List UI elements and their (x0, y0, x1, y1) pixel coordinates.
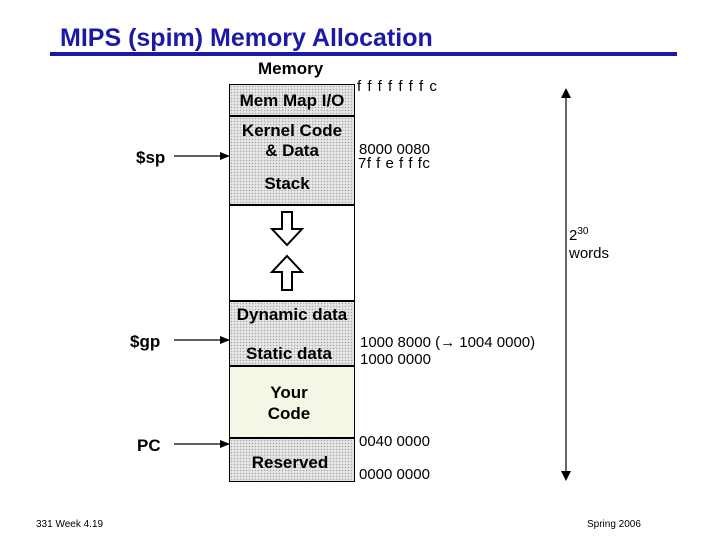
address-kernel-start: 8000 0080 (359, 141, 430, 158)
memory-heading: Memory (258, 59, 324, 78)
span-exponent: 30 (577, 226, 589, 237)
segment-label-mem-map-io: Mem Map I/O (239, 91, 345, 110)
segment-label-code-line1: Your (270, 383, 308, 402)
address-bottom: 0000 0000 (359, 466, 430, 483)
address-static-base: 1000 0000 (360, 351, 431, 368)
gp-register-label: $gp (130, 332, 161, 351)
segment-kernel-and-stack: Kernel Code & Data Stack (229, 116, 355, 205)
segment-label-dynamic-data: Dynamic data (236, 305, 348, 324)
pc-register-label: PC (137, 436, 161, 455)
footer-term: Spring 2006 (587, 519, 641, 530)
sp-register-label: $sp (136, 148, 166, 167)
title-underline (50, 52, 677, 56)
span-size-label: 230 (569, 226, 588, 244)
span-base: 2 (569, 227, 578, 244)
slide-title: MIPS (spim) Memory Allocation (60, 24, 433, 52)
segment-label-reserved: Reserved (251, 453, 329, 472)
address-top: f f f f f f f c (357, 78, 438, 95)
address-code-start: 0040 0000 (359, 433, 430, 450)
address-stack-top: 7f f e f f fc (358, 155, 431, 172)
segment-label-stack: Stack (264, 174, 310, 193)
segment-label-code-line2: Code (267, 404, 311, 423)
segment-reserved: Reserved (229, 438, 355, 482)
segment-label-kernel-line2: & Data (265, 141, 319, 160)
heap-grows-up-arrow (269, 254, 305, 291)
address-span-double-arrow (561, 88, 571, 481)
segment-dynamic-static: Dynamic data Static data (229, 301, 355, 366)
address-static-start: 1000 8000 (→ 1004 0000) (360, 334, 536, 351)
stack-grows-down-arrow (269, 211, 305, 247)
span-unit-label: words (569, 245, 610, 262)
segment-label-kernel-line1: Kernel Code (241, 121, 343, 140)
segment-mem-map-io: Mem Map I/O (229, 84, 355, 116)
footer-course-week: 331 Week 4.19 (36, 519, 104, 530)
segment-label-static-data: Static data (246, 344, 332, 363)
segment-your-code: Your Code (229, 366, 355, 438)
